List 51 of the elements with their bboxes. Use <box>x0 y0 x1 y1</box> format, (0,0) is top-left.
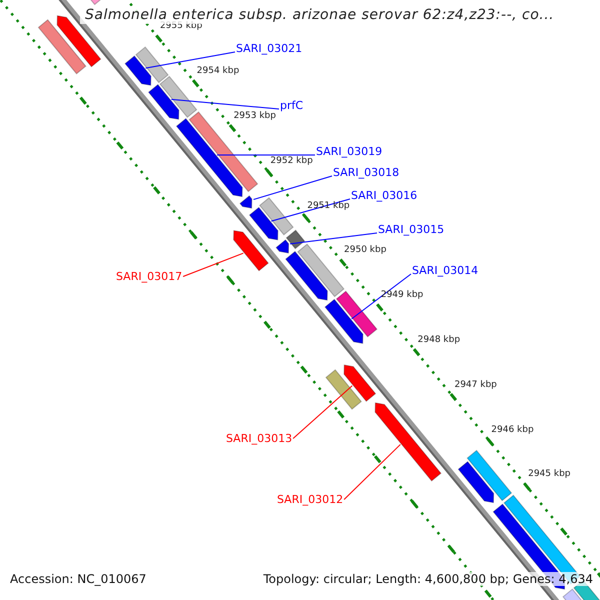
gene-block <box>188 111 258 192</box>
gene-block <box>38 19 87 74</box>
leader-line <box>216 154 316 156</box>
gene-block <box>285 250 328 301</box>
leader-line <box>170 98 280 110</box>
gene-block <box>135 46 169 84</box>
gene-label: SARI_03017 <box>116 270 182 283</box>
leader-line <box>182 252 244 277</box>
scale-label: 2945 kbp <box>528 469 570 480</box>
gene-label: SARI_03021 <box>236 42 302 55</box>
gene-label: SARI_03019 <box>316 145 382 158</box>
scale-label: 2947 kbp <box>454 380 497 390</box>
gene-label: SARI_03018 <box>333 166 400 179</box>
gene-block <box>374 402 442 482</box>
gene-block <box>325 369 362 410</box>
scale-label: 2951 kbp <box>307 200 350 210</box>
gene-label: SARI_03014 <box>412 264 478 277</box>
gene-block <box>259 197 294 236</box>
gene-label: SARI_03013 <box>226 432 292 445</box>
scale-label: 2949 kbp <box>380 290 424 300</box>
gene-block <box>344 364 376 402</box>
gene-label: prfC <box>280 99 304 112</box>
gene-block <box>233 230 269 272</box>
scale-label: 2948 kbp <box>418 334 460 345</box>
gene-label: SARI_03012 <box>277 493 344 506</box>
gene-block <box>324 298 364 344</box>
leader-line <box>253 176 332 200</box>
gene-label: SARI_03016 <box>351 189 418 202</box>
gene-block <box>336 290 378 338</box>
gene-block <box>466 450 512 502</box>
gene-label: SARI_03015 <box>378 223 444 236</box>
leader-line <box>351 274 412 320</box>
scale-label: 2952 kbp <box>270 156 313 166</box>
gene-block <box>148 84 180 120</box>
leader-line <box>270 198 350 222</box>
gene-block <box>248 206 278 240</box>
leader-line <box>292 385 353 439</box>
scale-label: 2954 kbp <box>196 66 240 76</box>
scale-label: 2950 kbp <box>344 245 386 256</box>
leader-line <box>145 52 236 69</box>
gene-block <box>297 243 345 298</box>
gene-block <box>239 195 252 209</box>
scale-label: 2946 kbp <box>491 424 534 435</box>
gene-block <box>176 118 243 198</box>
leader-line <box>344 444 401 500</box>
gene-block <box>458 460 494 504</box>
gene-block <box>124 55 152 86</box>
scale-label: 2953 kbp <box>234 110 276 121</box>
gene-block <box>159 76 198 118</box>
scale-label: 2955 kbp <box>160 21 202 32</box>
gene-block <box>276 239 290 254</box>
